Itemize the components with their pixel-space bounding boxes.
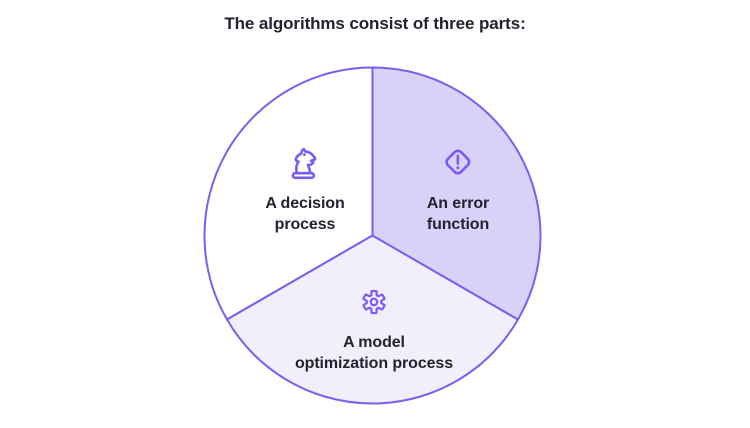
label-line: An error [426, 195, 490, 212]
label-line: A decision [265, 195, 345, 212]
slice-decision-process [203, 66, 374, 321]
label-line: function [426, 216, 490, 233]
knight-icon [285, 142, 325, 182]
pie-chart [203, 66, 542, 405]
model-optimization-block: A model optimization process [295, 285, 453, 374]
three-part-circle-diagram [203, 66, 542, 405]
page-title: The algorithms consist of three parts: [224, 14, 526, 33]
decision-process-block: A decision process [265, 142, 345, 235]
error-function-block: An error function [427, 142, 489, 235]
gear-icon [357, 285, 391, 319]
label-line: A model [343, 334, 405, 351]
model-optimization-label: A model optimization process [295, 332, 453, 374]
slice-error-function [371, 66, 542, 321]
label-line: process [274, 216, 336, 233]
slice-model-optimization-process [226, 234, 519, 405]
alert-diamond-icon [438, 142, 478, 182]
error-function-label: An error function [427, 193, 489, 235]
decision-process-label: A decision process [265, 193, 344, 235]
label-line: optimization process [294, 355, 454, 372]
